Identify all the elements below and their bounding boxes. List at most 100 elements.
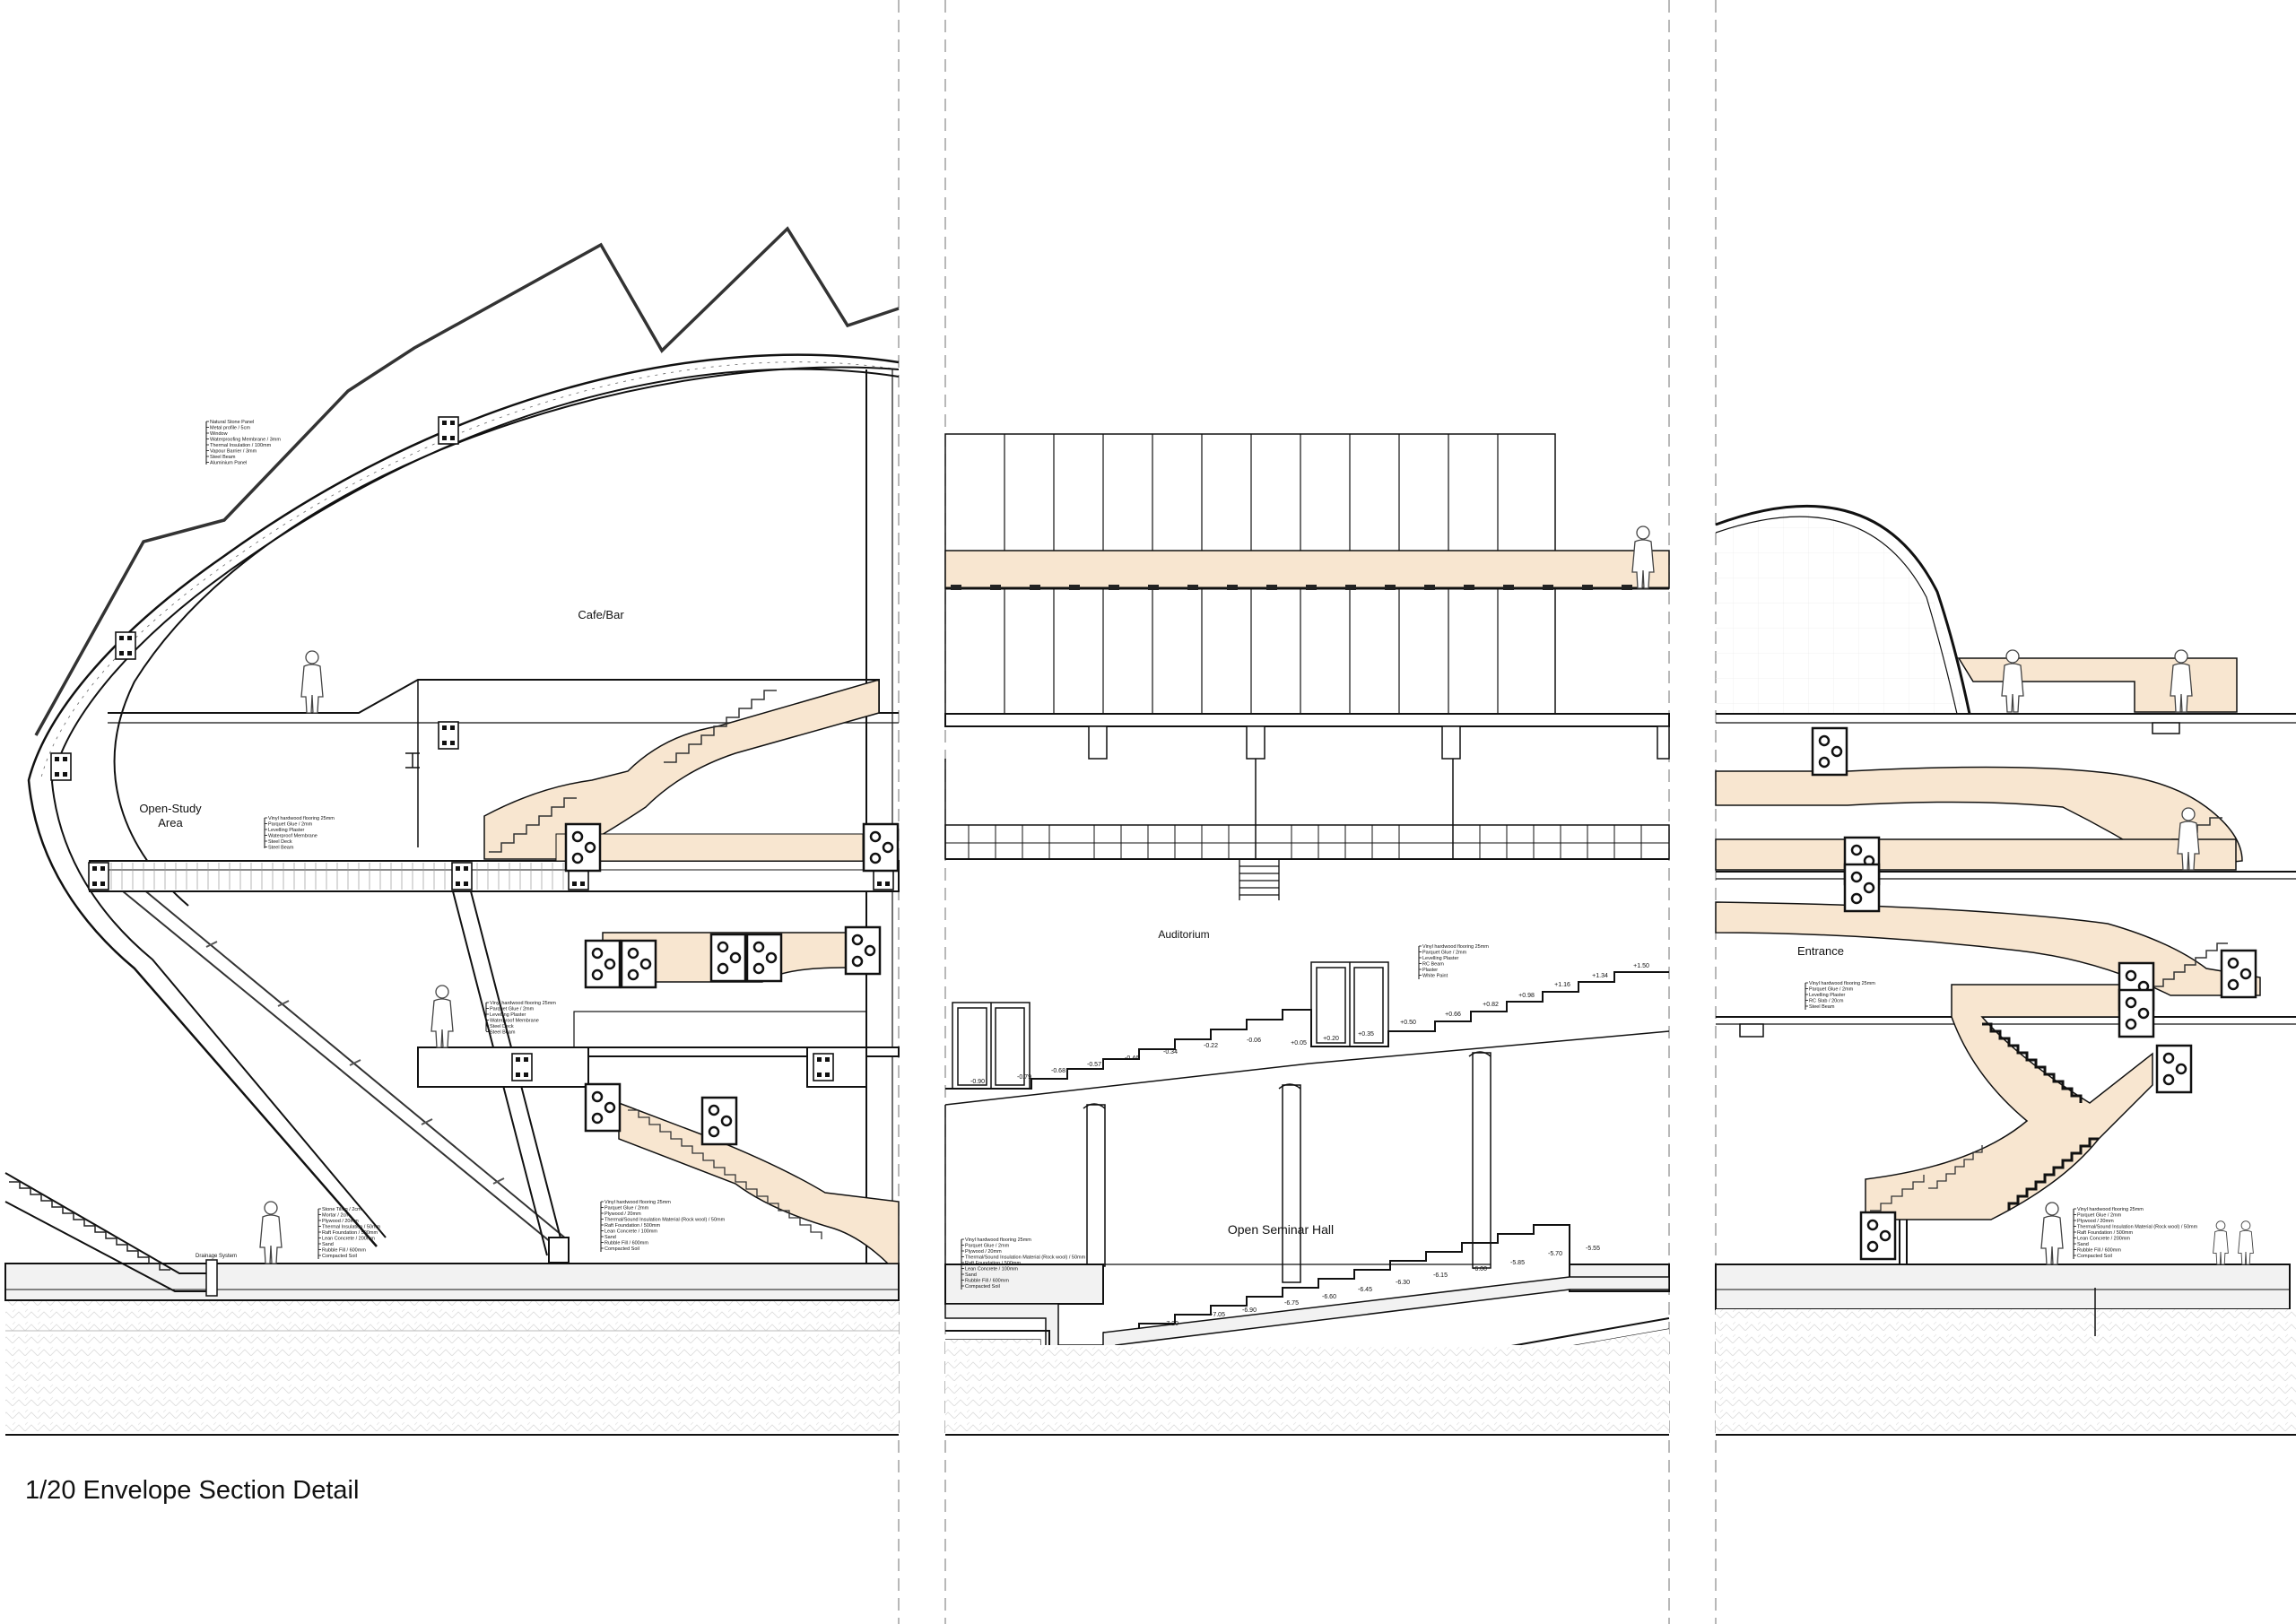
annotation-line: Parquet Glue / 2mm — [2077, 1213, 2122, 1219]
annotation-line: Sand — [965, 1272, 977, 1278]
annotation-line: Compacted Soil — [2077, 1254, 2112, 1259]
annotation-line: Waterproof Membrane — [268, 834, 317, 839]
level-label: -6.30 — [1396, 1280, 1410, 1286]
shell-inner — [50, 368, 900, 1238]
study-floor-slab — [89, 860, 900, 892]
drawing-title: 1/20 Envelope Section Detail — [25, 1476, 360, 1505]
room-label-auditorium: Auditorium — [1158, 928, 1209, 941]
annotation-line: Sand — [604, 1235, 616, 1240]
middle-section-panel: Auditorium Open Seminar Hall -0.90-0.79-… — [944, 433, 1670, 1436]
dome-mesh — [1716, 512, 1964, 714]
annotation-line: Steel Beam — [268, 846, 294, 851]
annotation-line: Vinyl hardwood flooring 25mm — [965, 1238, 1031, 1243]
annotation-line: Parquet Glue / 2mm — [268, 822, 313, 828]
level-label: -0.06 — [1247, 1038, 1261, 1044]
annotation-line: RC Beam — [1422, 962, 1444, 968]
level-labels-lower: -7.20-7.05-6.90-6.75-6.60-6.45-6.30-6.15… — [1164, 1246, 1600, 1327]
auditorium-roof-slab — [944, 713, 1670, 727]
annotation-line: Thermal Insulation / 100mm — [210, 443, 272, 448]
entrance-mid-deck — [1715, 838, 2237, 871]
level-label: +0.20 — [1323, 1036, 1339, 1042]
annotation-line: Sand — [2077, 1242, 2089, 1247]
annotation-line: Vinyl hardwood flooring 25mm — [1809, 981, 1875, 986]
annotation-line: Vinyl hardwood flooring 25mm — [490, 1001, 556, 1006]
annotation-line: Rubble Fill / 600mm — [322, 1248, 366, 1254]
annotation-line: Raft Foundation / 500mm — [604, 1223, 660, 1229]
inner-curve — [113, 366, 900, 907]
room-label-entrance: Entrance — [1797, 944, 1844, 958]
annotation-line: Compacted Soil — [965, 1284, 1000, 1290]
ground-slab — [4, 1263, 900, 1301]
annotation-line: Lean Concrete / 200mm — [2077, 1237, 2130, 1242]
top-timber-bench — [1957, 657, 2238, 713]
annotation-line: Steel Beam — [490, 1030, 516, 1036]
level-label: -5.85 — [1510, 1260, 1525, 1266]
structural-tube — [107, 878, 557, 1247]
annotation-line: Raft Foundation / 500mm — [965, 1261, 1021, 1266]
annotation-line: Levelling Plaster — [490, 1012, 526, 1018]
level-label: -5.70 — [1548, 1251, 1562, 1257]
annotation-line: Thermal/Sound Insulation Material (Rock … — [604, 1218, 726, 1223]
room-label-seminar: Open Seminar Hall — [1228, 1222, 1334, 1237]
annotation-line: Parquet Glue / 2mm — [1809, 987, 1854, 993]
annotation-line: Compacted Soil — [604, 1246, 639, 1252]
level-label: +1.34 — [1592, 973, 1608, 979]
annotation-line: Thermal/Sound Insulation Material (Rock … — [965, 1255, 1086, 1261]
annotation-line: Steel Deck — [268, 839, 292, 845]
zigzag-roof — [34, 226, 900, 736]
room-label-cafe: Cafe/Bar — [578, 608, 624, 621]
annotation-line: Metal profile / 5cm — [210, 426, 250, 431]
annotation-line: Lean Concrete / 100mm — [965, 1267, 1018, 1272]
auditorium-tiers — [945, 971, 1669, 1090]
timber-stair-upper — [483, 679, 880, 860]
annotation-line: Plywood / 20mm — [322, 1219, 359, 1224]
annotation-line: Parquet Glue / 2mm — [604, 1206, 649, 1211]
entrance-ground-slab — [1715, 1264, 2291, 1310]
level-label: +0.98 — [1518, 993, 1535, 999]
annotation-line: White Paint — [1422, 974, 1448, 979]
level-label: -5.55 — [1586, 1246, 1600, 1252]
annotation-line: Steel Deck — [490, 1024, 514, 1029]
level-label: +0.50 — [1400, 1020, 1416, 1026]
annotation-line: Vinyl hardwood flooring 25mm — [2077, 1207, 2144, 1212]
soil-hatch-right — [1716, 1309, 2296, 1435]
annotation-line: Aluminium Panel — [210, 461, 247, 466]
annotation-line: Levelling Plaster — [268, 828, 305, 833]
annotation-line: Plywood / 20mm — [965, 1249, 1002, 1255]
annotation-line: Plaster — [1422, 968, 1438, 973]
annotation-line: Stone Tiling / 2cm — [322, 1207, 361, 1212]
level-label: -0.34 — [1163, 1049, 1178, 1055]
annotation-line: Steel Beam — [210, 455, 236, 460]
annotation-line: Window — [210, 431, 228, 437]
level-label: +0.35 — [1358, 1031, 1374, 1038]
seminar-tiers — [1103, 1224, 1669, 1333]
annotation-line: Sand — [322, 1242, 334, 1247]
level-labels-upper: -0.90-0.79-0.68-0.57-0.46-0.34-0.22-0.06… — [970, 963, 1649, 1085]
level-label: -6.00 — [1473, 1266, 1487, 1272]
level-label: -7.20 — [1164, 1321, 1178, 1327]
dome-shell — [1715, 504, 1971, 715]
shell-outer — [27, 353, 900, 1247]
left-section-panel: Cafe/Bar Open-Study Area Drainage System… — [4, 226, 900, 1436]
timber-stair-lower — [618, 1101, 900, 1264]
annotation-line: Lean Concrete / 100mm — [604, 1229, 657, 1235]
annotation-line: Rubble Fill / 600mm — [2077, 1248, 2121, 1254]
annotation-line: Vinyl hardwood flooring 25mm — [1422, 944, 1489, 950]
annotation-line: Waterproof Membrane — [490, 1019, 539, 1024]
level-label: -6.75 — [1284, 1300, 1299, 1307]
annotation-line: Vinyl hardwood flooring 25mm — [268, 816, 335, 821]
level-label: +0.66 — [1445, 1012, 1461, 1018]
level-label: -6.60 — [1322, 1294, 1336, 1300]
annotation-line: Compacted Soil — [322, 1254, 357, 1259]
annotation-line: Plywood / 20mm — [604, 1211, 641, 1217]
annotation-line: Levelling Plaster — [1422, 956, 1459, 961]
room-label-study-2: Area — [158, 816, 183, 829]
level-label: -0.46 — [1125, 1055, 1139, 1062]
annotation-line: Rubble Fill / 600mm — [965, 1279, 1009, 1284]
